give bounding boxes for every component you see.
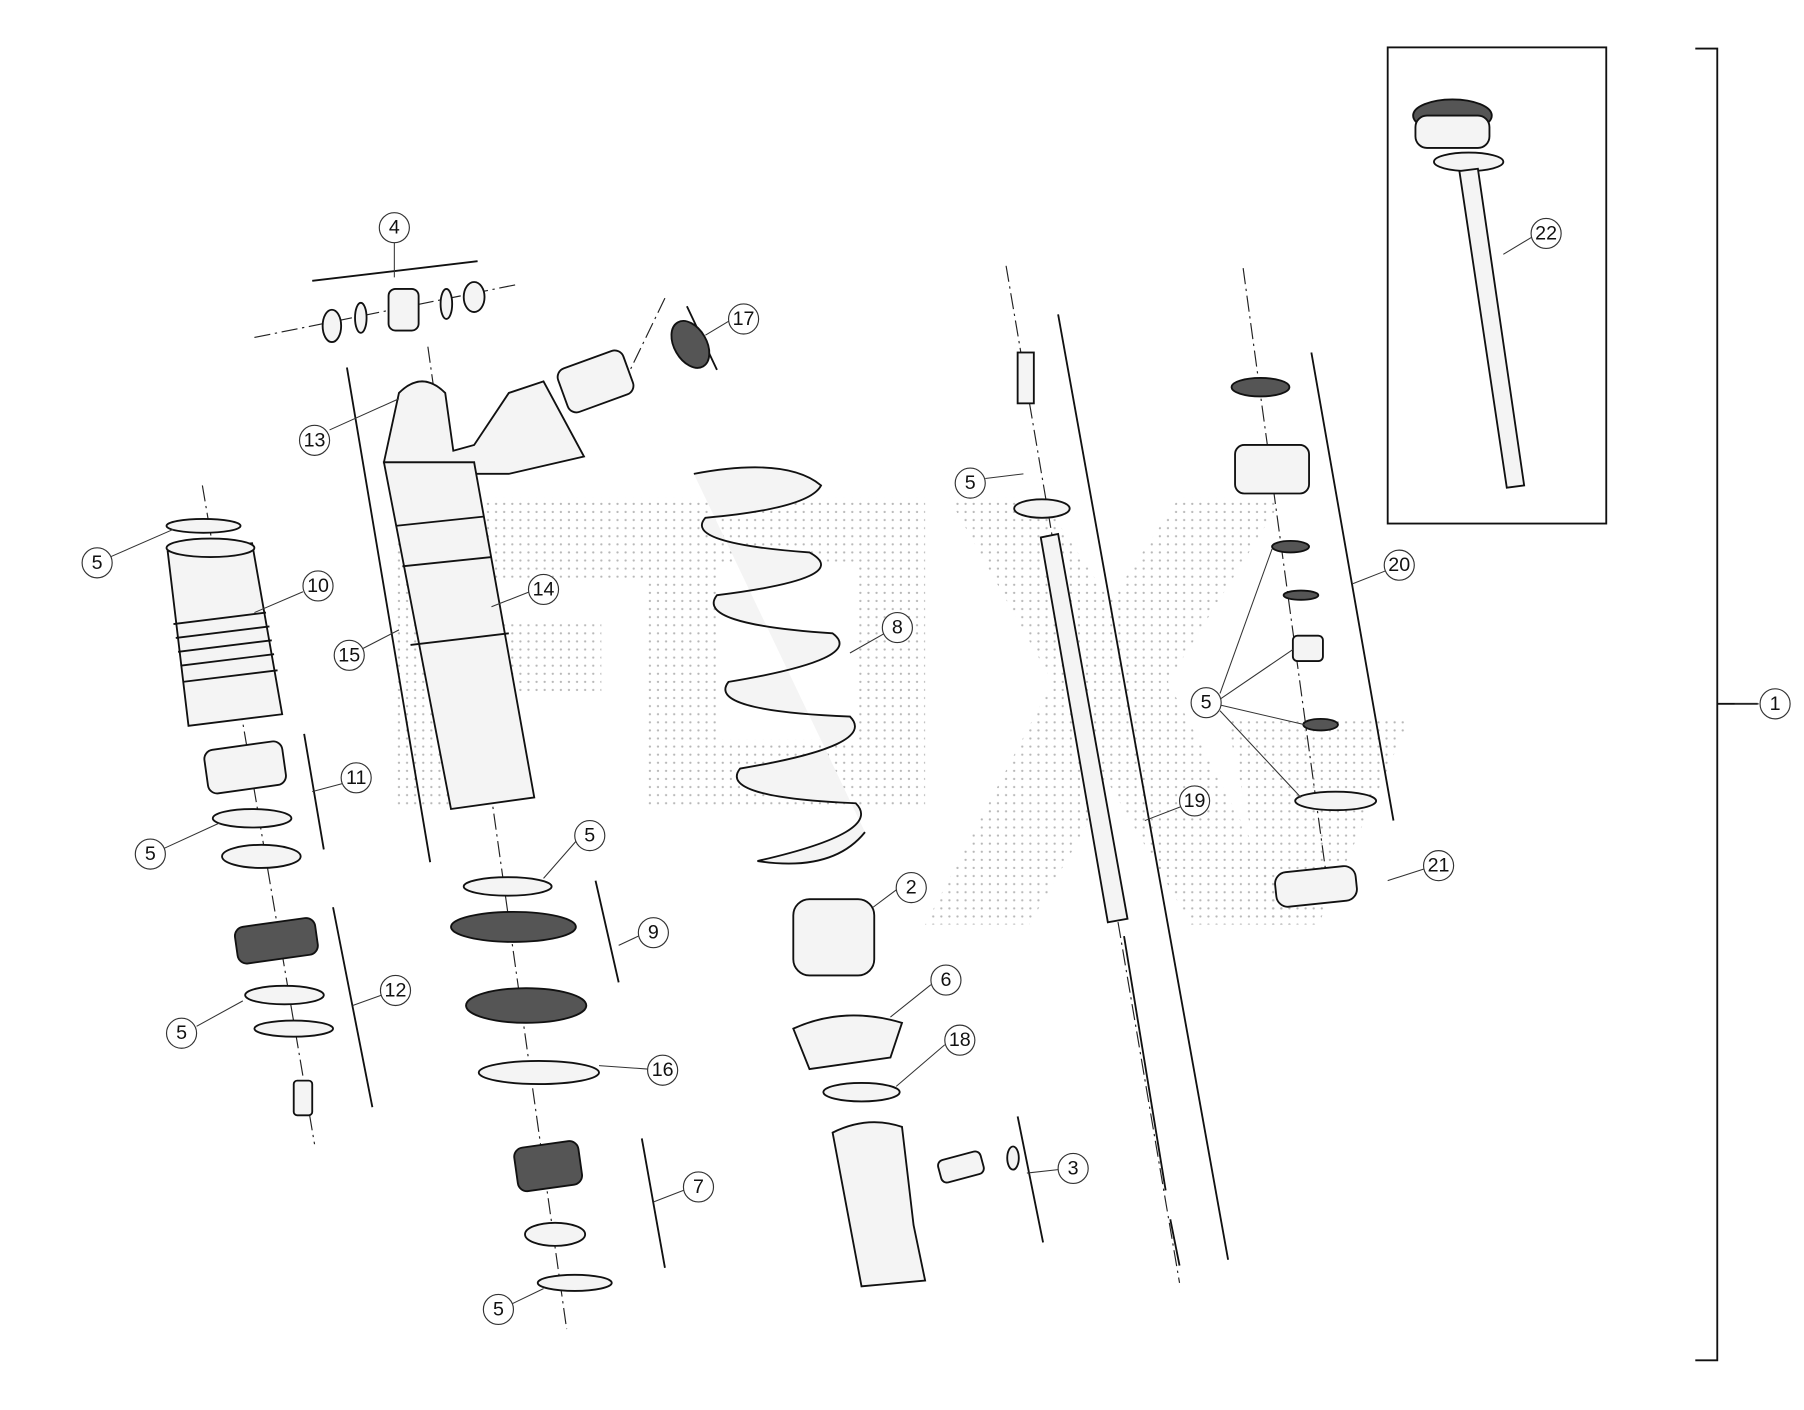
callout-number: 8 xyxy=(892,617,903,639)
callout-number: 18 xyxy=(949,1029,971,1051)
callout-13: 13 xyxy=(298,424,331,456)
callout-circle xyxy=(944,1024,976,1056)
callout-number: 12 xyxy=(385,979,407,1001)
callout-circle xyxy=(81,547,113,579)
callout-4: 4 xyxy=(378,212,410,244)
callout-number: 16 xyxy=(652,1059,674,1081)
callout-number: 11 xyxy=(346,767,366,789)
callout-20: 20 xyxy=(1383,549,1415,581)
callout-number: 13 xyxy=(304,429,326,451)
callout-5: 5 xyxy=(165,1017,198,1049)
callout-number: 2 xyxy=(906,877,917,899)
callout-circle xyxy=(930,964,962,996)
callout-9: 9 xyxy=(637,917,669,949)
group-bracket-lines xyxy=(303,46,1758,1362)
callout-5: 5 xyxy=(482,1293,515,1326)
callout-12: 12 xyxy=(379,974,412,1007)
callout-number: 22 xyxy=(1535,222,1557,244)
callout-number: 4 xyxy=(389,217,400,239)
callout-number: 7 xyxy=(693,1176,704,1198)
callout-number: 5 xyxy=(965,472,976,494)
callout-circle xyxy=(1759,688,1791,720)
callout-5: 5 xyxy=(134,838,166,870)
callout-circle xyxy=(333,639,365,671)
callout-circle xyxy=(895,872,927,904)
callout-22: 22 xyxy=(1530,217,1562,250)
callout-circle xyxy=(682,1171,715,1203)
callout-circle xyxy=(1383,549,1415,581)
callout-circle xyxy=(165,1017,198,1049)
callout-number: 17 xyxy=(733,308,755,330)
callout-number: 5 xyxy=(92,552,103,574)
callout-number: 5 xyxy=(145,843,156,865)
callout-circle xyxy=(647,1054,679,1086)
callout-circle xyxy=(527,573,560,606)
callout-2: 2 xyxy=(895,872,927,904)
callout-5: 5 xyxy=(81,547,113,579)
callout-number: 9 xyxy=(648,922,659,944)
callout-number: 5 xyxy=(493,1298,504,1320)
callout-circle xyxy=(881,611,913,644)
callout-number: 19 xyxy=(1184,790,1206,812)
callout-number: 10 xyxy=(307,575,329,597)
callout-10: 10 xyxy=(302,570,334,602)
callout-circle xyxy=(298,424,331,456)
callout-1: 1 xyxy=(1759,688,1791,720)
callout-11: 11 xyxy=(340,762,372,794)
callout-circle xyxy=(1530,217,1562,250)
callout-17: 17 xyxy=(727,303,760,335)
callout-number: 5 xyxy=(176,1022,187,1044)
callout-number: 6 xyxy=(940,969,951,991)
callout-circle xyxy=(340,762,372,794)
callout-circle xyxy=(574,819,606,852)
callout-18: 18 xyxy=(944,1024,976,1056)
callout-6: 6 xyxy=(930,964,962,996)
callout-number: 5 xyxy=(1201,692,1212,714)
callout-21: 21 xyxy=(1422,850,1455,882)
callout-circle xyxy=(1178,785,1211,817)
callout-5: 5 xyxy=(1190,687,1222,719)
callout-circle xyxy=(378,212,410,244)
callout-number: 3 xyxy=(1068,1157,1079,1179)
callout-number: 14 xyxy=(533,578,555,600)
callout-8: 8 xyxy=(881,611,913,644)
callout-7: 7 xyxy=(682,1171,715,1203)
callout-number: 1 xyxy=(1770,693,1781,715)
callout-5: 5 xyxy=(954,467,986,499)
callout-number: 5 xyxy=(584,825,595,847)
callout-number: 21 xyxy=(1428,855,1450,877)
callout-5: 5 xyxy=(574,819,606,852)
callout-3: 3 xyxy=(1057,1152,1089,1185)
callout-number: 20 xyxy=(1388,554,1410,576)
callout-circle xyxy=(1057,1152,1089,1185)
callout-circle xyxy=(727,303,760,335)
watermark-logo xyxy=(393,496,1411,925)
parts xyxy=(165,98,1526,1292)
callout-circle xyxy=(302,570,334,602)
callout-15: 15 xyxy=(333,639,365,671)
leader-lines xyxy=(109,236,1759,1305)
callout-circle xyxy=(637,917,669,949)
callout-circle xyxy=(1422,850,1455,882)
callout-circle xyxy=(379,974,412,1007)
callout-19: 19 xyxy=(1178,785,1211,817)
callout-circle xyxy=(482,1293,515,1326)
callout-circle xyxy=(954,467,986,499)
callout-16: 16 xyxy=(647,1054,679,1086)
callout-number: 15 xyxy=(338,644,360,666)
callout-circle xyxy=(1190,687,1222,719)
callout-14: 14 xyxy=(527,573,560,606)
callout-circle xyxy=(134,838,166,870)
